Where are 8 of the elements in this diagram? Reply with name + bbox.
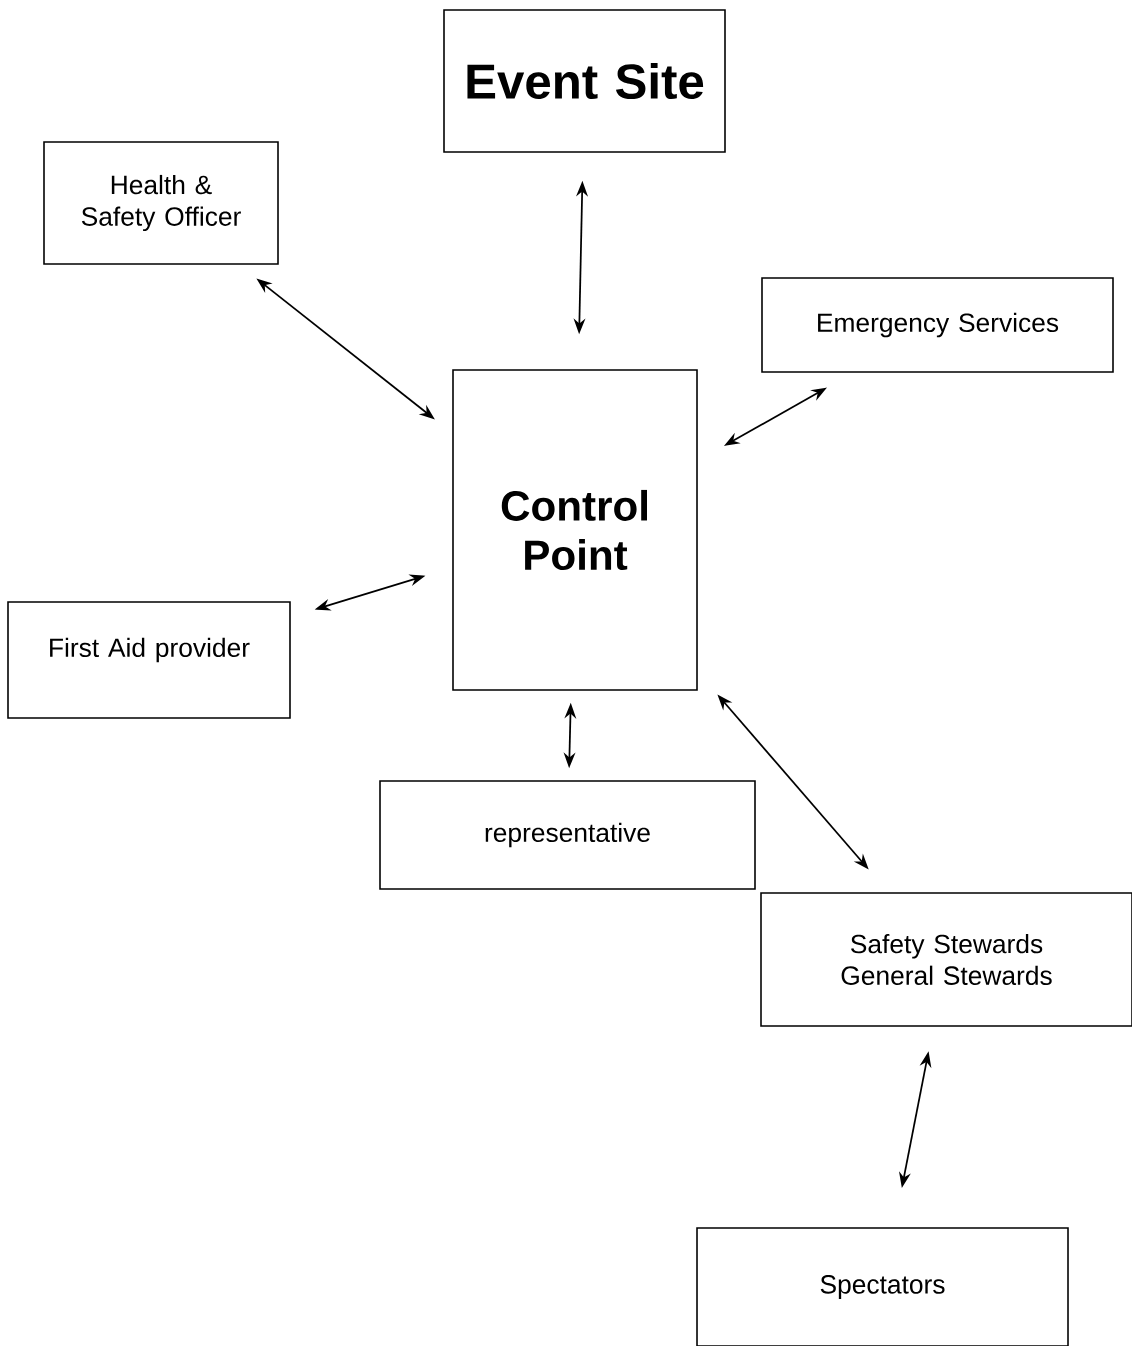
process-box: Health & Safety Officer <box>43 141 279 265</box>
process-box: First Aid provider <box>7 601 291 719</box>
process-box: Emergency Services <box>761 277 1114 373</box>
process-box: Spectators <box>696 1227 1069 1346</box>
process-box: Control Point <box>452 369 698 691</box>
process-box: Safety Stewards General Stewards <box>760 892 1132 1027</box>
process-box: representative <box>379 780 756 890</box>
process-box: Event Site <box>443 9 726 153</box>
